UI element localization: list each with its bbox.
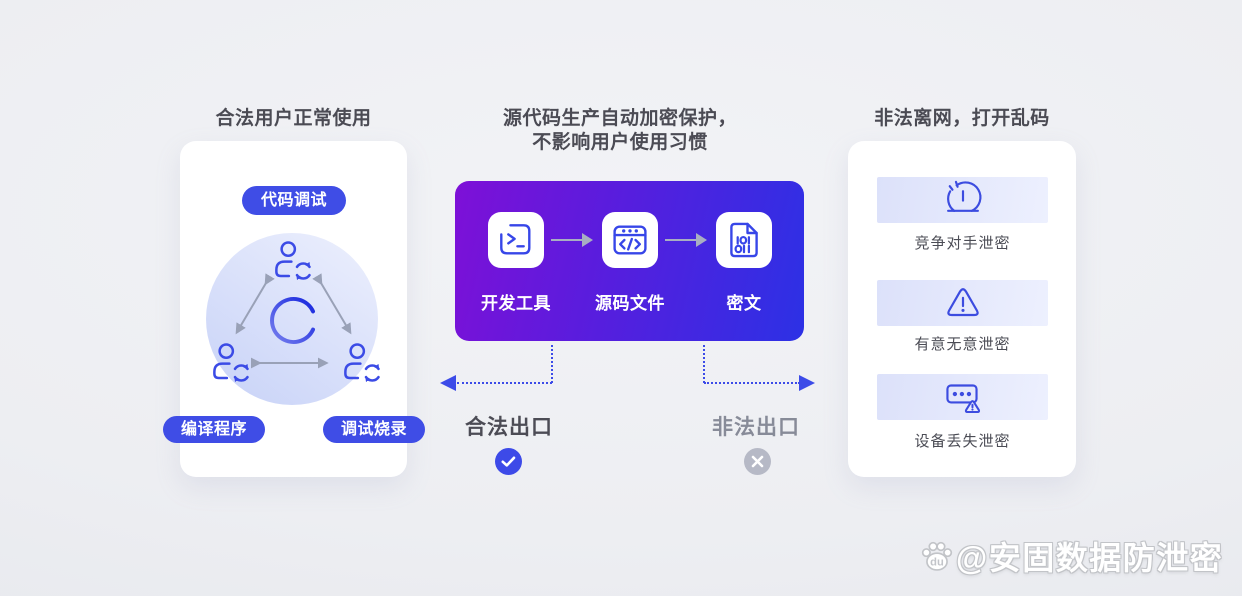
center-heading-line1: 源代码生产自动加密保护，: [502, 108, 737, 129]
device-lost-icon: [945, 384, 980, 414]
step-cipher: [716, 212, 772, 268]
left-heading: 合法用户正常使用: [215, 108, 372, 129]
badge-compile: 编译程序: [163, 416, 265, 443]
user-sync-icon-left: [214, 345, 247, 381]
badge-code-debug: 代码调试: [242, 186, 346, 215]
watermark-text: @安固数据防泄密: [956, 540, 1224, 576]
legal-exit-label: 合法出口: [465, 416, 553, 439]
baidu-paw-icon: du: [921, 541, 953, 571]
risk-banner-device-lost: [877, 374, 1048, 420]
flow-arrow-2: [665, 233, 707, 247]
legal-exit-arrowhead: [440, 375, 456, 391]
check-icon: [495, 448, 522, 475]
risk-label-intentional: 有意无意泄密: [914, 336, 1011, 353]
flow-arrow-1: [551, 233, 593, 247]
illegal-exit-arrowhead: [799, 375, 815, 391]
arrow-top-right: [312, 273, 352, 335]
arrow-top-left: [235, 273, 275, 335]
terminal-icon: [500, 224, 531, 255]
right-heading: 非法离网，打开乱码: [874, 108, 1050, 129]
watermark: du @安固数据防泄密: [918, 533, 1223, 579]
source-file-icon: [613, 225, 647, 255]
risk-banner-competitor: [877, 177, 1048, 223]
legal-exit-line-horizontal: [457, 382, 552, 384]
illegal-exit-line-vertical: [703, 345, 705, 383]
illegal-exit-label: 非法出口: [712, 416, 800, 439]
step-dev-tools: [488, 212, 544, 268]
center-heading-line2: 不影响用户使用习惯: [532, 132, 708, 153]
svg-text:du: du: [930, 557, 944, 569]
risk-label-competitor: 竞争对手泄密: [914, 235, 1011, 252]
illegal-exit-line-horizontal: [704, 382, 800, 384]
alarm-icon: [946, 180, 981, 212]
step-label-source-file: 源码文件: [595, 294, 665, 313]
user-sync-icon-right: [345, 345, 378, 381]
cipher-file-icon: [730, 222, 758, 258]
risk-banner-intentional: [877, 280, 1048, 326]
legal-exit-line-vertical: [551, 345, 553, 383]
warning-triangle-icon: [946, 288, 979, 317]
step-label-cipher: 密文: [726, 294, 762, 313]
loader-icon: [270, 297, 315, 344]
cross-icon: [744, 448, 771, 475]
step-source-file: [602, 212, 658, 268]
user-sync-icon-top: [276, 243, 309, 279]
step-label-dev-tools: 开发工具: [481, 294, 551, 313]
collaboration-diagram: [180, 141, 407, 477]
badge-debug-burn: 调试烧录: [323, 416, 425, 443]
risk-label-device-lost: 设备丢失泄密: [914, 433, 1011, 450]
